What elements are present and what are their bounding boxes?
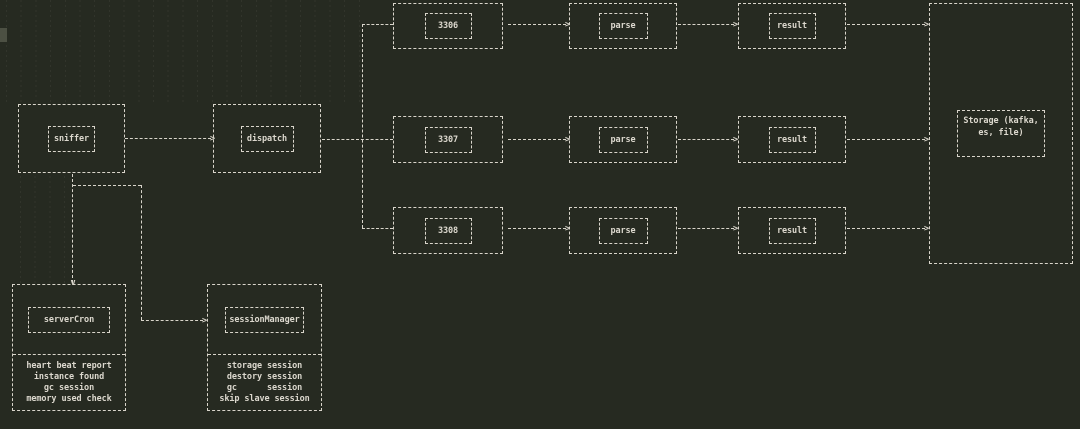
- arrow-3308-to-parse: >: [508, 224, 570, 233]
- node-servercron-task-list: heart beat report instance found gc sess…: [13, 355, 125, 410]
- sessionmanager-task: destory session: [226, 371, 303, 382]
- line-branch-vertical: [362, 24, 363, 228]
- node-sessionmanager-task-list: storage session destory session gc sessi…: [208, 355, 321, 410]
- node-result-row1-label: result: [776, 21, 808, 31]
- node-port-3307-label-box: 3307: [424, 126, 472, 153]
- arrow-right-icon: >: [923, 223, 929, 234]
- sessionmanager-task: storage session: [226, 360, 303, 371]
- line-sniffer-branch-horizontal: [73, 185, 141, 186]
- node-storage-label-line2: es, file): [978, 128, 1024, 138]
- arrow-parse-to-result-row3: >: [678, 224, 738, 233]
- arrow-right-icon: >: [732, 19, 738, 30]
- arrow-branch-to-sessionmanager: >: [141, 316, 207, 325]
- arrow-parse-to-result-row2: >: [678, 135, 738, 144]
- servercron-task: heart beat report: [26, 360, 112, 371]
- node-dispatch-label: dispatch: [246, 133, 288, 144]
- node-servercron-header: serverCron: [13, 285, 125, 355]
- servercron-task: gc session: [43, 382, 95, 393]
- node-storage: Storage (kafka, es, file): [929, 3, 1073, 264]
- node-parse-row1-label: parse: [610, 21, 636, 31]
- arrow-right-icon: >: [564, 134, 570, 145]
- line-branch-to-3308: [362, 228, 393, 229]
- node-parse-row1: parse: [569, 3, 677, 49]
- arrow-right-icon: >: [732, 223, 738, 234]
- node-result-row2-label-box: result: [768, 126, 816, 153]
- node-storage-label-box: Storage (kafka, es, file): [957, 110, 1045, 157]
- node-port-3306: 3306: [393, 3, 503, 49]
- arrow-right-icon: >: [923, 19, 929, 30]
- indent-guides-top: [6, 0, 370, 102]
- node-port-3306-label-box: 3306: [424, 13, 472, 39]
- node-result-row2: result: [738, 116, 846, 163]
- node-port-3308-label: 3308: [437, 225, 459, 236]
- node-parse-row2-label-box: parse: [598, 126, 648, 153]
- node-parse-row3: parse: [569, 207, 677, 254]
- node-parse-row3-label: parse: [610, 225, 636, 236]
- node-sessionmanager-label: sessionManager: [229, 314, 300, 325]
- arrow-result-to-storage-row2: >: [847, 135, 929, 144]
- node-sessionmanager-header: sessionManager: [208, 285, 321, 355]
- node-port-3308: 3308: [393, 207, 503, 254]
- arrow-sniffer-to-servercron: v: [71, 174, 76, 287]
- node-parse-row2: parse: [569, 116, 677, 163]
- line-dispatch-to-branch: [322, 139, 393, 140]
- arrow-right-icon: >: [564, 19, 570, 30]
- arrow-sniffer-to-dispatch: >: [125, 134, 215, 143]
- scrollbar-thumb[interactable]: [0, 28, 7, 42]
- arrow-3307-to-parse: >: [508, 135, 570, 144]
- arrow-parse-to-result-row1: >: [678, 20, 738, 29]
- node-dispatch: dispatch: [213, 104, 321, 173]
- arrow-result-to-storage-row1: >: [847, 20, 929, 29]
- node-result-row2-label: result: [776, 134, 808, 145]
- arrow-right-icon: >: [732, 134, 738, 145]
- node-port-3306-label: 3306: [437, 21, 459, 31]
- servercron-task: memory used check: [26, 393, 112, 404]
- arrow-down-icon: v: [70, 278, 76, 288]
- indent-guides-left: [20, 174, 72, 283]
- node-servercron-label: serverCron: [43, 314, 95, 325]
- node-sessionmanager: sessionManager storage session destory s…: [207, 284, 322, 411]
- node-servercron: serverCron heart beat report instance fo…: [12, 284, 126, 411]
- node-sniffer-label-box: sniffer: [48, 125, 95, 152]
- node-sessionmanager-label-box: sessionManager: [225, 306, 304, 333]
- node-result-row1-label-box: result: [768, 13, 816, 39]
- arrow-result-to-storage-row3: >: [847, 224, 929, 233]
- node-sniffer-label: sniffer: [53, 133, 90, 144]
- node-parse-row1-label-box: parse: [598, 13, 648, 39]
- node-storage-label-line1: Storage (kafka,: [963, 116, 1039, 126]
- node-result-row1: result: [738, 3, 846, 49]
- line-branch-to-3306: [362, 24, 393, 25]
- node-parse-row3-label-box: parse: [598, 217, 648, 244]
- arrow-3306-to-parse: >: [508, 20, 570, 29]
- node-port-3308-label-box: 3308: [424, 217, 472, 244]
- arrow-right-icon: >: [209, 133, 215, 144]
- servercron-task: instance found: [33, 371, 105, 382]
- node-sniffer: sniffer: [18, 104, 125, 173]
- node-parse-row2-label: parse: [610, 134, 636, 145]
- node-port-3307-label: 3307: [437, 134, 459, 145]
- node-servercron-label-box: serverCron: [28, 306, 110, 333]
- sessionmanager-task: gc session: [226, 382, 303, 393]
- line-sniffer-branch-vertical: [141, 185, 142, 320]
- sessionmanager-task: skip slave session: [219, 393, 310, 404]
- node-port-3307: 3307: [393, 116, 503, 163]
- node-result-row3-label: result: [776, 225, 808, 236]
- node-result-row3-label-box: result: [768, 217, 816, 244]
- node-result-row3: result: [738, 207, 846, 254]
- arrow-right-icon: >: [201, 315, 207, 326]
- node-dispatch-label-box: dispatch: [240, 125, 294, 152]
- arrow-right-icon: >: [564, 223, 570, 234]
- arrow-right-icon: >: [923, 134, 929, 145]
